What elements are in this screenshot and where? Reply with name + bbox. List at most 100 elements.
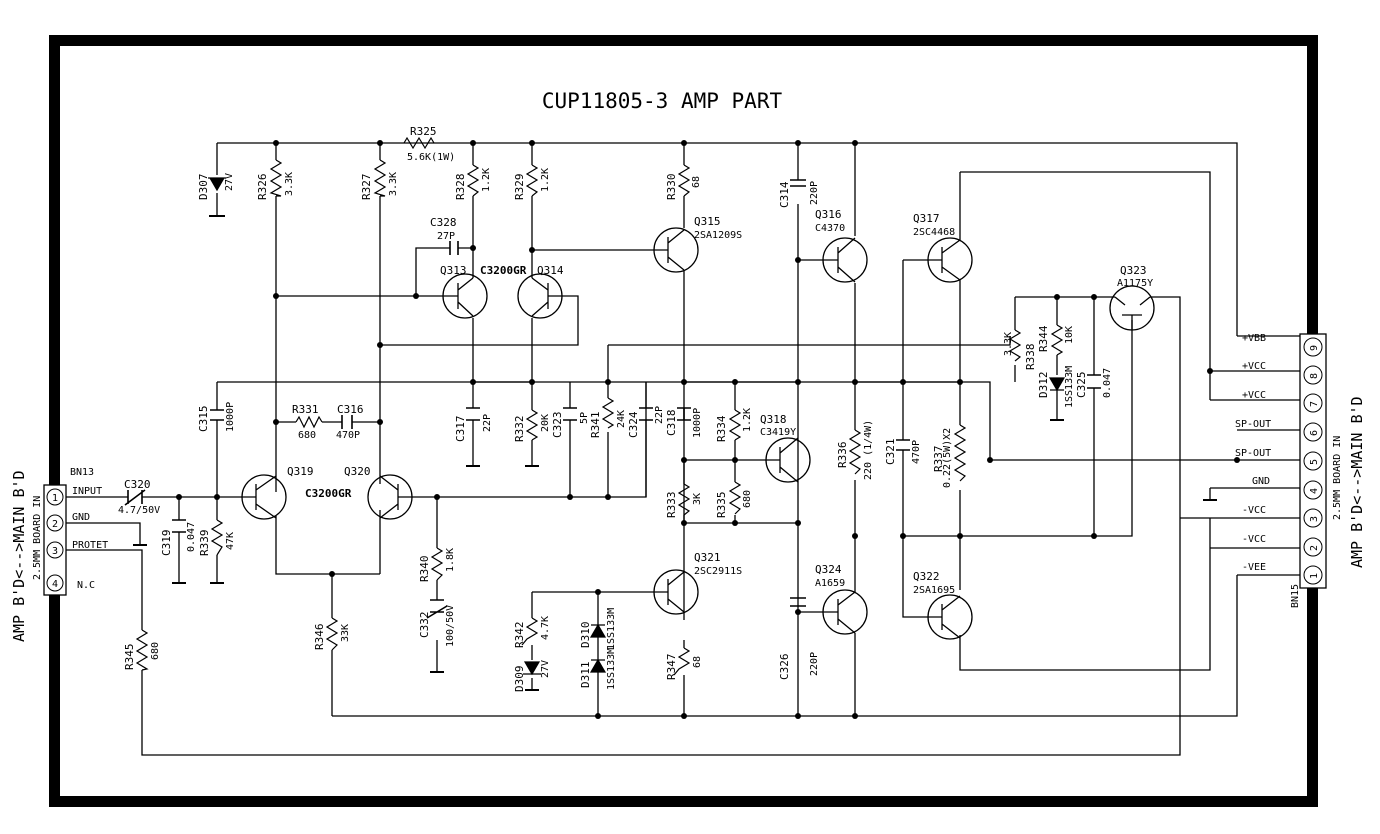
c318-ref: C318	[665, 410, 678, 437]
r333-ref: R333	[665, 492, 678, 519]
q323-symbol	[1109, 285, 1155, 331]
bn15-pin-5-label: SP-OUT	[1235, 448, 1271, 459]
left-connector-bn13: 1 2 3 4 BN13 INPUT GND PROTET N.C 2.5MM …	[10, 467, 108, 642]
c326-value: 220P	[809, 652, 820, 676]
r325-ref: R325	[410, 125, 437, 138]
q318-part: C3419Y	[760, 427, 796, 438]
r344-ref: R344	[1037, 325, 1050, 352]
bn15-pin-3-num: 3	[1309, 516, 1320, 522]
r346-value: 33K	[340, 624, 351, 642]
r333-value: 3K	[692, 493, 703, 505]
q319-symbol	[240, 474, 287, 520]
c319-ref: C321	[884, 439, 897, 466]
r331-value: 680	[298, 430, 316, 441]
r326-ref: R326	[256, 174, 269, 201]
c315-ref: C315	[197, 406, 210, 433]
c318-value: 1000P	[692, 408, 703, 438]
c320-value: 4.7/50V	[118, 505, 160, 516]
q315-part: 2SA1209S	[694, 230, 742, 241]
q324-symbol	[820, 589, 868, 635]
q323-ref: Q323	[1120, 264, 1147, 277]
bn15-pin-8-label: +VCC	[1242, 361, 1266, 372]
c314-ref: C314	[778, 181, 791, 208]
q315-symbol	[653, 227, 699, 273]
bn13-pin-1-label: INPUT	[72, 486, 102, 497]
d312-ref: D312	[1037, 372, 1050, 399]
r334-value: 1.2K	[742, 408, 753, 432]
r327-ref: R327	[360, 174, 373, 201]
right-connector-bn15: 9 8 7 6 5 4 3 2 1 +VBB +VCC +VCC SP-OUT …	[1235, 333, 1366, 608]
bn15-board-note: 2.5MM BOARD IN	[1332, 436, 1343, 520]
r330-value: 68	[691, 176, 702, 188]
q316-part: C4370	[815, 223, 845, 234]
r340-value: 1.8K	[445, 548, 456, 572]
junction-dots	[176, 140, 1240, 719]
r335-ref: R335	[715, 492, 728, 519]
c3200gr-label-lower: C3200GR	[305, 487, 352, 500]
bn15-pin-4-label: GND	[1252, 476, 1270, 487]
c328-value: 27P	[437, 231, 455, 242]
q314-ref: Q314	[537, 264, 564, 277]
transistor-symbols	[240, 227, 1155, 640]
r339-ref: R339	[198, 530, 211, 557]
bn13-pin-2-num: 2	[52, 519, 58, 530]
component-labels: Q313 Q314 Q315 2SA1209S Q316 C4370 Q317 …	[118, 125, 1153, 692]
bn15-pin-7-label: +VCC	[1242, 390, 1266, 401]
bn13-pin-2-label: GND	[72, 512, 90, 523]
r341-ref: R342	[513, 622, 526, 649]
q317-symbol	[927, 237, 973, 283]
bn13-pin-1-num: 1	[52, 493, 58, 504]
c332-value: 100/50V	[445, 605, 456, 647]
wiring	[66, 142, 1301, 756]
bn15-pin-5-num: 5	[1309, 459, 1320, 465]
bn13-board-note: 2.5MM BOARD IN	[32, 496, 43, 580]
c324-value: 22P	[654, 406, 665, 424]
c332-ref: C332	[418, 612, 431, 639]
c314-value: 220P	[809, 181, 820, 205]
q321-ref: Q321	[694, 551, 721, 564]
c323-value: 5P	[579, 412, 590, 424]
c326-ref: C326	[778, 654, 791, 681]
r329-value: 1.2K	[540, 168, 551, 192]
bn15-pin-1-label: -VEE	[1242, 562, 1266, 573]
r328-ref: R328	[454, 174, 467, 201]
q321-symbol	[653, 569, 699, 615]
r328-value: 1.2K	[481, 168, 492, 192]
r338-value: 3.3K	[1003, 332, 1014, 356]
r347-ref: R347	[665, 654, 678, 681]
r335-value: 680	[742, 490, 753, 508]
c320-ref: C320	[124, 478, 151, 491]
r334-ref: R334	[715, 415, 728, 442]
c315-value: 1000P	[225, 402, 236, 432]
c317-ref: C317	[454, 416, 467, 443]
r336-ref: R336	[836, 442, 849, 469]
c317-value: 22P	[482, 414, 493, 432]
d311-ref: D311	[579, 662, 592, 689]
q314-symbol	[517, 273, 563, 319]
q322-part: 2SA1695	[913, 585, 955, 596]
bn15-pin-6-label: SP-OUT	[1235, 419, 1271, 430]
bn15-pin-9-num: 9	[1309, 345, 1320, 351]
c316-ref: C316	[337, 403, 364, 416]
bn15-pin-9-label: +VBB	[1242, 333, 1266, 344]
bn15-pin-2-label: -VCC	[1242, 534, 1266, 545]
r332-ref: R332	[513, 416, 526, 443]
bn15-pin-7-num: 7	[1309, 401, 1320, 407]
bn15-pin-2-num: 2	[1309, 545, 1320, 551]
r344-value: 10K	[1064, 326, 1075, 344]
c324-ref: C324	[627, 411, 640, 438]
q320-ref: Q320	[344, 465, 371, 478]
resistor-symbols	[135, 136, 1064, 676]
q313-ref: Q313	[440, 264, 467, 277]
d309-value: 27V	[540, 660, 551, 678]
q318-ref: Q318	[760, 413, 787, 426]
r336-value: 220 (1/4W)	[863, 420, 874, 480]
c321-ref: C319	[160, 530, 173, 557]
r346-ref: R346	[313, 624, 326, 651]
r329-ref: R329	[513, 174, 526, 201]
r340-ref: R340	[418, 556, 431, 583]
bn13-side-label: AMP B'D<-->MAIN B'D	[10, 470, 28, 642]
c3200gr-label-upper: C3200GR	[480, 264, 527, 277]
